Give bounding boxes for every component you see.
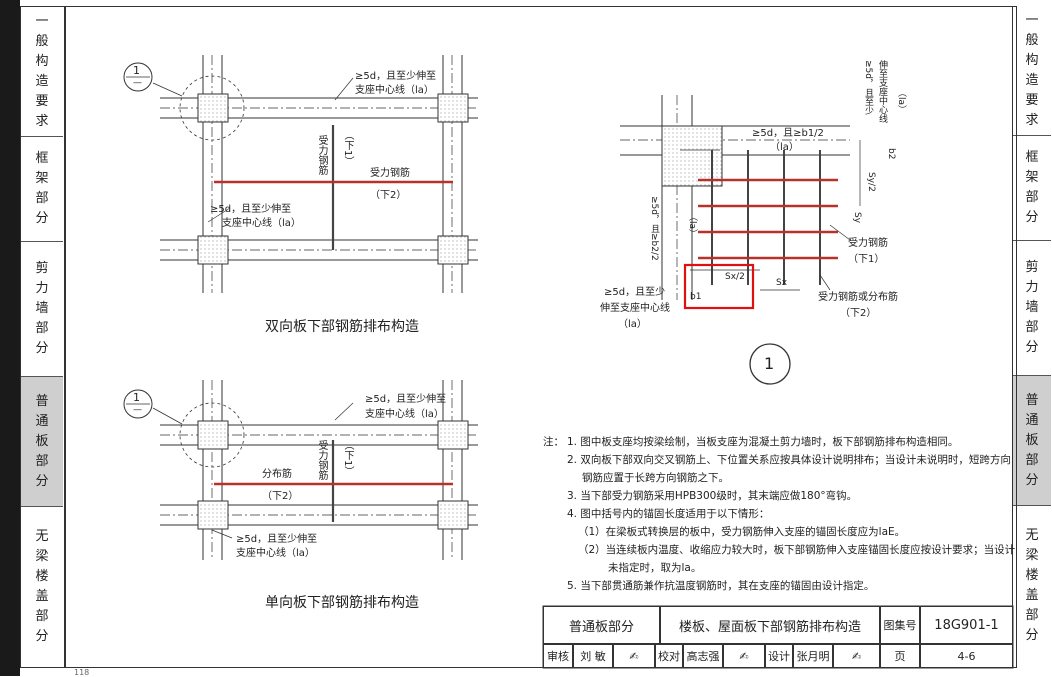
atlas-number: 18G901-1 [920,606,1013,644]
page-label: 页 [880,644,920,668]
sidebar-tab-shearwall-right[interactable]: 剪力墙部分 [1013,241,1051,376]
horizontal-bar-sub: （下2） [370,190,407,201]
review-label: 审核 [543,644,573,668]
page-number: 4-6 [920,644,1013,668]
reviewer-name: 刘 敏 [573,644,613,668]
detail-right-top: ≥5d，且至少 [863,60,873,115]
detail-left-anchor: ≥5d，且至少 [604,287,666,298]
detail-one-diagram [620,95,861,300]
sidebar-tab-flatslab-right[interactable]: 无梁楼盖部分 [1025,528,1039,643]
note-line-8: 未指定时，取为la。 [608,562,702,574]
atlas-label: 图集号 [880,606,920,644]
detail-b2: b2 [886,148,896,160]
detail-number-circle [749,343,791,385]
title-main: 楼板、屋面板下部钢筋排布构造 [660,606,880,644]
detail-right-top-2: 伸至支座中心线 [877,60,887,123]
detail-b1: b1 [690,292,702,302]
sidebar-tab-general-right[interactable]: 一般构造要求 [1013,6,1051,136]
detail-sx: Sx [776,278,788,288]
note-line-5: 4. 图中括号内的锚固长度适用于以下情形： [567,508,770,520]
sidebar-tab-frame-right[interactable]: 框架部分 [1013,136,1051,241]
sidebar-tab-general[interactable]: 一般构造要求 [21,7,63,137]
detail-top-label-2: （la） [770,142,799,153]
designer-name: 张月明 [793,644,833,668]
sidebar-tab-slab[interactable]: 普通板部分 [21,377,63,507]
vertical-bar-sub-b: （下1） [342,440,353,477]
detail-right-top-3: （la） [896,88,906,115]
note-line-3: 钢筋应置于长跨方向钢筋之下。 [582,472,729,484]
one-way-slab-diagram [152,380,478,560]
vertical-bar-label-b: 受力钢筋 [316,440,327,480]
anchor-label-top-b2: 支座中心线（la） [365,409,444,420]
note-line-6: （1）在梁板式转换层的板中，受力钢筋伸入支座的锚固长度应为laE。 [578,526,906,538]
detail-bar2: 受力钢筋或分布筋 [818,292,898,303]
left-sidebar-panel: 一般构造要求 框架部分 剪力墙部分 普通板部分 无梁楼盖部分 [20,6,65,668]
checker-signature: ✍ [723,644,765,668]
distribution-bar-label: 分布筋 [262,469,292,480]
anchor-label-left: ≥5d，且至少伸至 [210,204,292,215]
detail-sy: Sy [852,212,862,224]
anchor-label-bottom: ≥5d，且至少伸至 [236,534,318,545]
notes-prefix: 注： [543,436,564,448]
caption-one-way: 单向板下部钢筋排布构造 [265,595,419,611]
detail-left-vert: ≥5d，且≥b2/2 [649,196,659,261]
detail-circle-number: 1 [764,354,775,373]
callout-dash-bottom: — [133,405,142,415]
detail-left-anchor-3: （la） [618,319,647,330]
sidebar-tab-shearwall[interactable]: 剪力墙部分 [21,242,63,377]
detail-sy2: Sy/2 [866,172,876,192]
note-line-7: （2）当连续板内温度、收缩应力较大时，板下部钢筋伸入支座锚固长度应按设计要求；当… [578,544,1016,556]
right-sidebar-panel: 一般构造要求 框架部分 剪力墙部分 普通板部分 无梁楼盖部分 [1012,6,1052,668]
two-way-slab-diagram [152,55,478,293]
detail-bar1-sub: （下1） [848,254,885,265]
detail-bar2-sub: （下2） [840,308,877,319]
callout-dash: — [133,78,142,88]
note-line-9: 5. 当下部贯通筋兼作抗温度钢筋时，其在支座的锚固由设计指定。 [567,580,875,592]
anchor-label-bottom-2: 支座中心线（la） [236,548,315,559]
detail-left-vert-2: （la） [687,212,697,239]
detail-top-label: ≥5d，且≥b1/2 [752,128,824,139]
sidebar-tab-frame[interactable]: 框架部分 [21,137,63,242]
detail-left-anchor-2: 伸至支座中心线 [600,303,670,314]
callout-number-bottom: 1 [133,391,140,404]
distribution-bar-sub: （下2） [262,491,299,502]
reviewer-signature: ✍ [613,644,655,668]
highlight-box [683,263,755,310]
sidebar-tab-flatslab[interactable]: 无梁楼盖部分 [35,529,49,644]
title-section: 普通板部分 [543,606,660,644]
drawing-frame [65,6,1017,668]
caption-two-way: 双向板下部钢筋排布构造 [265,319,419,335]
note-line-4: 3. 当下部受力钢筋采用HPB300级时，其末端应做180°弯钩。 [567,490,858,502]
page-footer-number: 118 [74,668,90,677]
callout-number: 1 [133,64,140,77]
left-sidebar [0,0,20,676]
anchor-label-top: ≥5d，且至少伸至 [355,71,437,82]
anchor-label-left-2: 支座中心线（la） [222,218,301,229]
checker-name: 高志强 [683,644,723,668]
designer-signature: ✍ [833,644,880,668]
vertical-bar-sub: （下1） [342,130,353,167]
detail-bar1: 受力钢筋 [848,238,888,249]
anchor-label-top-b: ≥5d，且至少伸至 [365,394,447,405]
horizontal-bar-label: 受力钢筋 [370,168,410,179]
design-label: 设计 [765,644,793,668]
check-label: 校对 [655,644,683,668]
note-line-2: 2. 双向板下部双向交叉钢筋上、下位置关系应按具体设计说明排布；当设计未说明时，… [567,454,1011,466]
detail-sx2: Sx/2 [725,272,745,282]
anchor-label-top-2: 支座中心线（la） [355,85,434,96]
vertical-bar-label: 受力钢筋 [316,135,327,175]
sidebar-tab-slab-right[interactable]: 普通板部分 [1013,376,1051,506]
note-line-1: 1. 图中板支座均按梁绘制，当板支座为混凝土剪力墙时，板下部钢筋排布构造相同。 [567,436,959,448]
